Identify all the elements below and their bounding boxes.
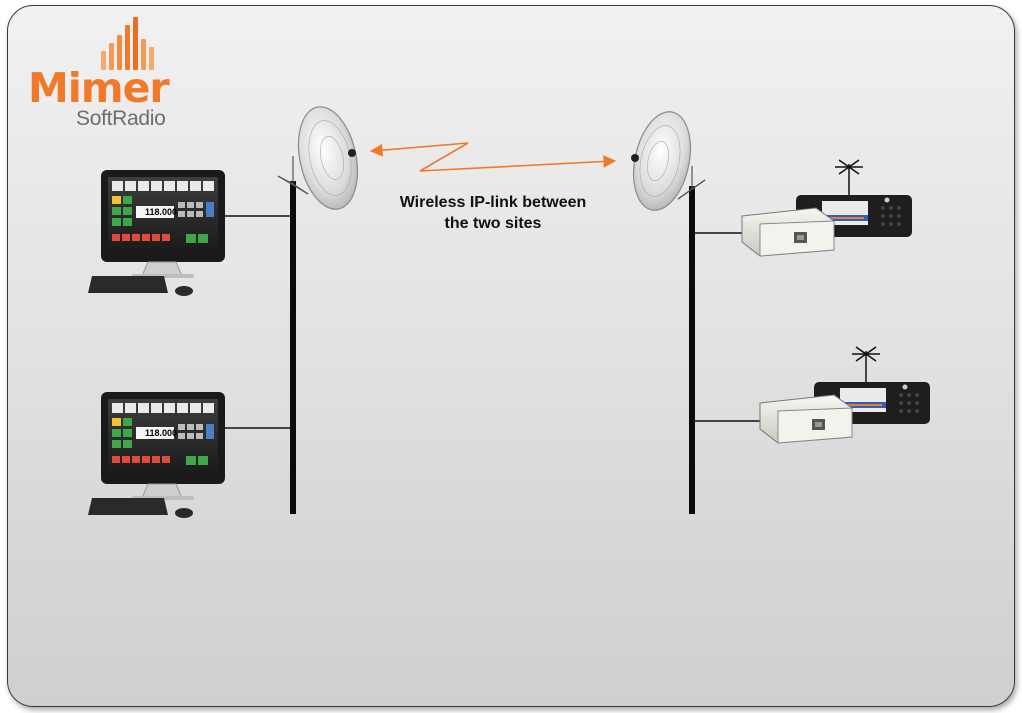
station-1-frequency: 118.000 — [144, 207, 178, 217]
link-label-line-1: Wireless IP-link between — [399, 194, 587, 211]
left-mast — [290, 181, 296, 514]
network-diagram — [88, 17, 930, 518]
wireless-link-label: Wireless IP-link between the two sites — [378, 192, 608, 234]
right-mast — [689, 186, 695, 514]
operator-computer-1 — [88, 170, 225, 296]
left-satellite-dish-icon — [277, 106, 359, 210]
link-label-line-2: the two sites — [444, 215, 542, 232]
network-cables — [215, 215, 760, 429]
station-2-frequency: 118.000 — [144, 428, 178, 438]
diagram-slide: Mimer SoftRadio Wireless IP-link between… — [7, 5, 1015, 707]
wireless-link-arrow — [369, 142, 617, 172]
motorola-icon — [902, 384, 908, 390]
logo-wordmark: Mimer — [28, 64, 170, 112]
right-satellite-dish-icon — [631, 111, 706, 211]
radio-gateway-2 — [759, 346, 930, 444]
operator-computer-2 — [88, 392, 225, 518]
motorola-icon — [884, 197, 890, 203]
logo-tagline: SoftRadio — [76, 107, 166, 130]
signal-bars-icon — [101, 17, 154, 70]
radio-gateway-1 — [741, 159, 912, 257]
